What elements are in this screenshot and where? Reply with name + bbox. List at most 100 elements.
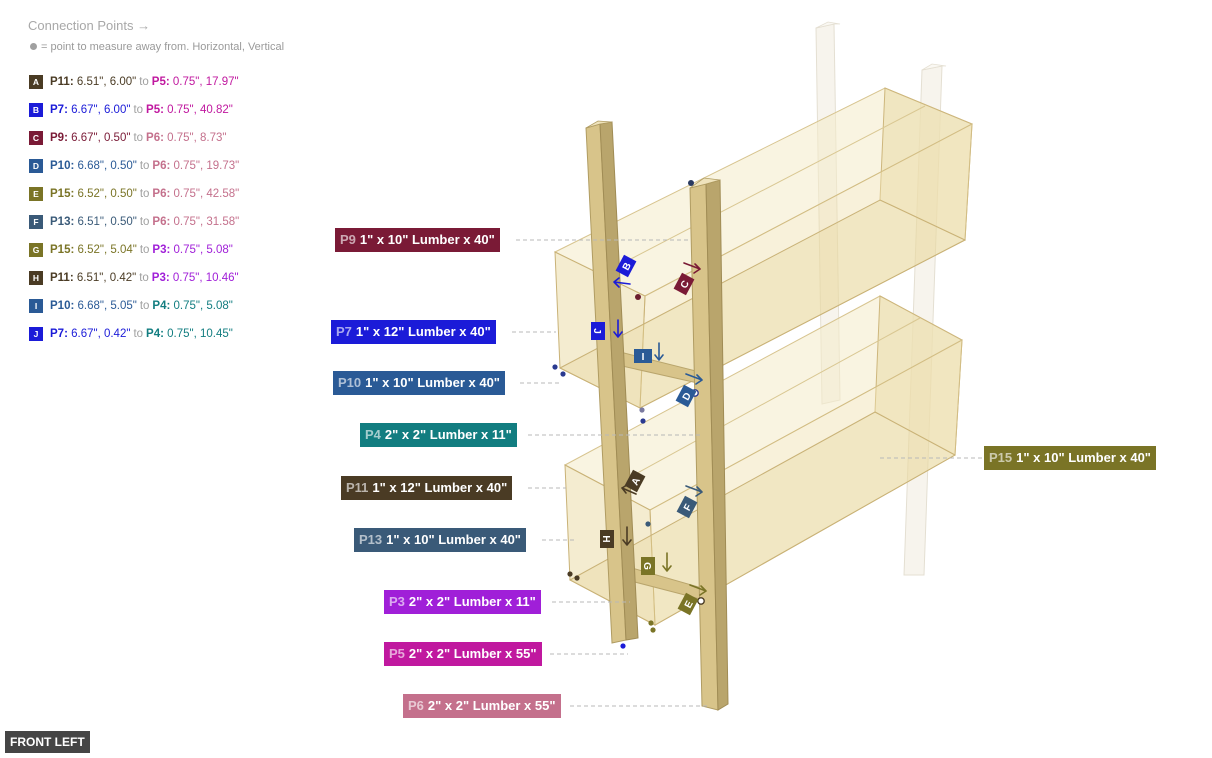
from-part-id: P9: bbox=[50, 132, 68, 144]
badge-box bbox=[624, 469, 646, 493]
model-connection-badge: J bbox=[591, 322, 605, 340]
part-desc: 1" x 12" Lumber x 40" bbox=[355, 324, 491, 339]
to-part-id: P4: bbox=[146, 328, 164, 340]
model-connection-badge: E bbox=[677, 592, 699, 616]
to-part-id: P6: bbox=[146, 132, 164, 144]
measure-point bbox=[560, 371, 566, 377]
to-part-id: P5: bbox=[146, 104, 164, 116]
from-part-id: P15: bbox=[50, 244, 75, 256]
front-post-right bbox=[689, 177, 729, 711]
badge-box bbox=[600, 530, 614, 548]
to-measure: 0.75", 10.46" bbox=[172, 272, 239, 284]
badge-letter: J bbox=[591, 328, 602, 334]
badge-box bbox=[675, 384, 697, 408]
part-id: P6 bbox=[408, 698, 424, 713]
badge-letter: C bbox=[679, 279, 692, 291]
measure-point bbox=[639, 407, 645, 413]
badge-box bbox=[615, 254, 637, 278]
connection-points-note: = point to measure away from. Horizontal… bbox=[30, 41, 284, 53]
measure-points bbox=[552, 180, 705, 649]
part-desc: 1" x 10" Lumber x 40" bbox=[1016, 450, 1151, 465]
part-desc: 2" x 2" Lumber x 11" bbox=[408, 594, 536, 609]
view-label[interactable]: FRONT LEFT bbox=[5, 731, 90, 753]
to-word: to bbox=[139, 188, 150, 200]
connection-letter-badge: G bbox=[29, 243, 43, 257]
badge-letter: H bbox=[600, 535, 611, 542]
badge-letter: E bbox=[683, 599, 696, 610]
part-desc: 2" x 2" Lumber x 55" bbox=[408, 646, 537, 661]
connection-points-title[interactable]: Connection Points → bbox=[28, 18, 151, 33]
to-part-id: P6: bbox=[152, 216, 171, 228]
from-measure: 6.67", 0.50" bbox=[71, 132, 131, 144]
to-word: to bbox=[133, 104, 144, 116]
to-part-id: P4: bbox=[152, 300, 171, 312]
part-id: P15 bbox=[989, 450, 1013, 465]
part-desc: 1" x 10" Lumber x 40" bbox=[365, 375, 500, 390]
leader-lines bbox=[512, 239, 984, 707]
direction-arrows bbox=[613, 262, 707, 596]
connection-letter-badge: C bbox=[29, 131, 43, 145]
part-id: P10 bbox=[338, 375, 362, 390]
connection-letter-badge: A bbox=[29, 75, 43, 89]
to-measure: 0.75", 17.97" bbox=[172, 76, 239, 88]
badge-box bbox=[676, 495, 698, 519]
from-part-id: P10: bbox=[50, 300, 75, 312]
to-measure: 0.75", 42.58" bbox=[173, 188, 240, 200]
badge-letter: A bbox=[630, 476, 643, 488]
from-part-id: P11: bbox=[50, 76, 74, 88]
from-measure: 6.51", 0.42" bbox=[76, 272, 137, 284]
to-word: to bbox=[133, 132, 144, 144]
to-part-id: P3: bbox=[151, 272, 170, 284]
to-word: to bbox=[139, 244, 150, 256]
from-measure: 6.67", 0.42" bbox=[71, 328, 131, 340]
badge-letter: G bbox=[641, 562, 652, 570]
to-word: to bbox=[139, 76, 149, 88]
badge-letter: F bbox=[682, 502, 695, 513]
badge-box bbox=[641, 557, 655, 575]
from-part-id: P15: bbox=[50, 188, 75, 200]
to-measure: 0.75", 5.08" bbox=[173, 244, 233, 256]
measure-point bbox=[635, 294, 641, 300]
from-measure: 6.68", 0.50" bbox=[77, 160, 137, 172]
connection-letter-badge: D bbox=[29, 159, 43, 173]
to-word: to bbox=[139, 216, 150, 228]
connection-letter-badge: F bbox=[29, 215, 43, 229]
to-part-id: P5: bbox=[151, 76, 170, 88]
to-measure: 0.75", 19.73" bbox=[173, 160, 240, 172]
connection-letter-badge: J bbox=[29, 327, 43, 341]
measure-point bbox=[650, 627, 656, 633]
badge-letter: I bbox=[642, 352, 645, 363]
part-desc: 1" x 12" Lumber x 40" bbox=[372, 480, 508, 495]
badge-box bbox=[677, 592, 699, 616]
to-word: to bbox=[139, 300, 150, 312]
to-part-id: P3: bbox=[152, 244, 171, 256]
part-id: P7 bbox=[336, 324, 352, 339]
part-id: P11 bbox=[346, 480, 369, 495]
badge-letter: D bbox=[681, 391, 694, 403]
measure-point bbox=[567, 571, 573, 577]
from-measure: 6.52", 0.50" bbox=[77, 188, 137, 200]
from-part-id: P7: bbox=[50, 328, 68, 340]
part-desc: 1" x 10" Lumber x 40" bbox=[386, 532, 521, 547]
